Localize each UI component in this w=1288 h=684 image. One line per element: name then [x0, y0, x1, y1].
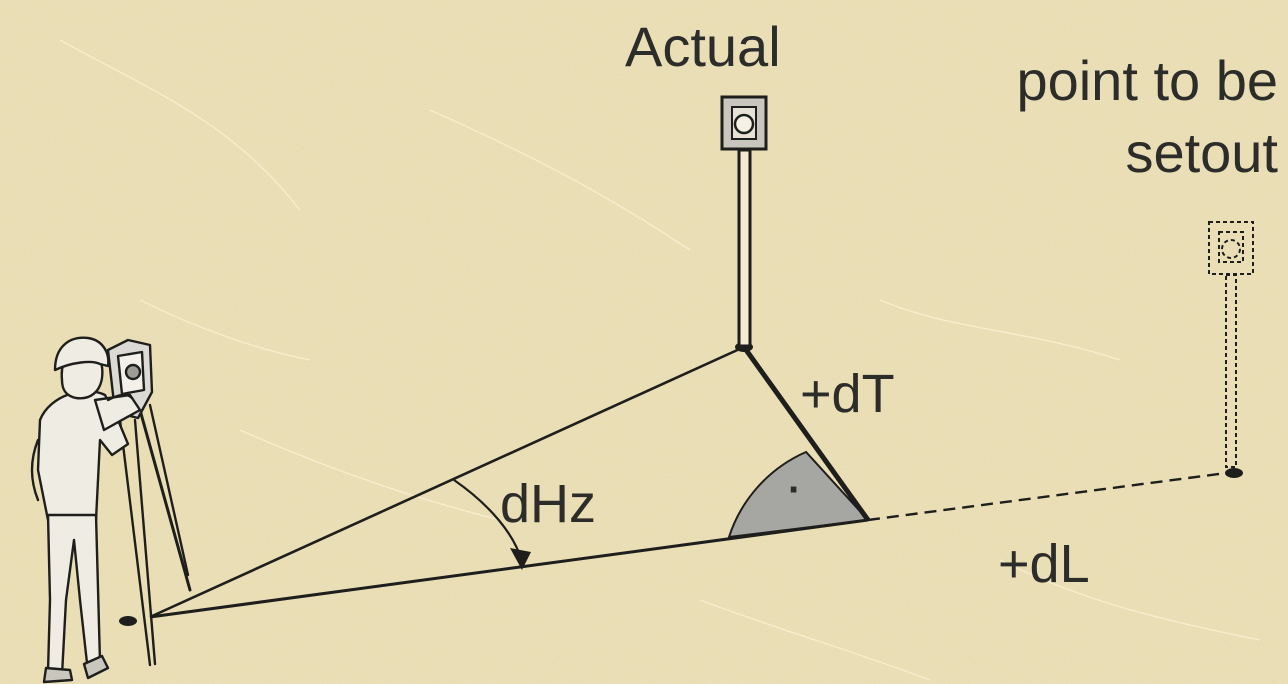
dl-label: +dL [998, 534, 1090, 594]
right-angle-mark: · [788, 468, 801, 512]
dt-label: +dT [800, 364, 895, 424]
ghost-prism-reflector-icon [1208, 221, 1254, 468]
sight-line-to-actual [149, 345, 745, 619]
sight-line-to-foot [149, 518, 869, 619]
target-label-line-1: point to be [1016, 49, 1278, 112]
transverse-offset-line [741, 345, 871, 522]
target-label-line-2: setout [1125, 121, 1278, 184]
right-angle-sector [727, 450, 871, 539]
longitudinal-offset-line [867, 470, 1235, 522]
dhz-arrow-head [510, 548, 531, 570]
surveyor-figure-icon [30, 336, 192, 684]
instrument-station-marker [119, 616, 137, 626]
prism-reflector-icon [720, 95, 768, 348]
paper-creases [59, 39, 1261, 681]
dhz-label: dHz [500, 474, 596, 534]
actual-label: Actual [625, 15, 781, 78]
target-point-marker [1225, 468, 1243, 478]
